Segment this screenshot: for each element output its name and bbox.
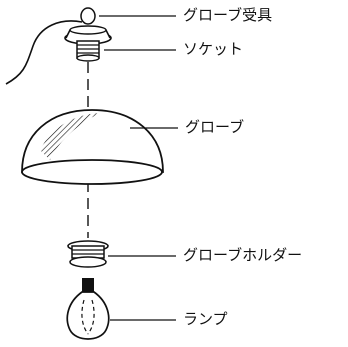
label-globe-holder: グローブホルダー — [183, 246, 303, 264]
socket-part — [76, 40, 100, 62]
cord-bulb — [80, 7, 96, 25]
label-globe-receiver: グローブ受具 — [183, 6, 273, 24]
label-lamp: ランプ — [183, 310, 228, 328]
globe-holder-part — [67, 240, 109, 268]
globe-part — [21, 109, 164, 185]
label-socket: ソケット — [183, 40, 244, 58]
power-cord — [5, 20, 83, 85]
label-globe: グローブ — [185, 118, 245, 136]
lamp-bulb-part — [66, 278, 110, 340]
